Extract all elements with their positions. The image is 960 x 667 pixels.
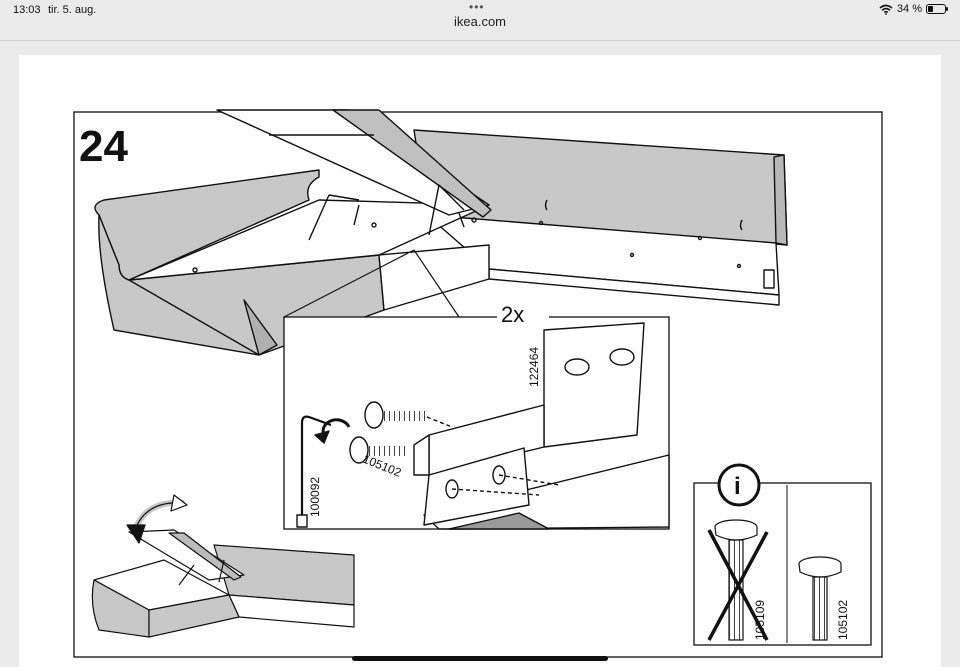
part-number-allen-key: 100092 (308, 477, 322, 517)
step-number: 24 (79, 122, 128, 171)
status-right: 34 % (879, 3, 948, 15)
battery-percent: 34 % (896, 3, 922, 15)
toolbar-divider (0, 40, 960, 41)
part-number-bracket: 122464 (527, 347, 541, 387)
status-bar: 13:03 tir. 5. aug. ••• 34 % (0, 0, 960, 22)
wrong-screw-illustration (707, 519, 769, 641)
battery-icon (926, 4, 948, 14)
status-time: 13:03 (13, 4, 41, 16)
sofa-thumbnail (91, 494, 355, 638)
multiplier-mask (497, 303, 549, 329)
assembly-illustration: 24 (73, 109, 883, 658)
status-date: tir. 5. aug. (48, 4, 97, 16)
multiplier-label: 2x (501, 302, 524, 327)
part-number-wrong: 105109 (753, 600, 767, 640)
browser-menu-dots[interactable]: ••• (469, 0, 485, 14)
manual-page: 24 (19, 55, 941, 667)
right-screw-illustration (798, 556, 842, 641)
part-number-right: 105102 (836, 600, 850, 640)
wifi-icon (879, 4, 893, 15)
url-field[interactable]: ikea.com (453, 14, 507, 29)
home-indicator[interactable] (352, 656, 608, 661)
info-icon (717, 463, 761, 507)
sofa-main-view (94, 109, 788, 356)
info-symbol: i (734, 473, 741, 500)
bracket-detail (296, 322, 670, 530)
info-box (693, 482, 872, 646)
